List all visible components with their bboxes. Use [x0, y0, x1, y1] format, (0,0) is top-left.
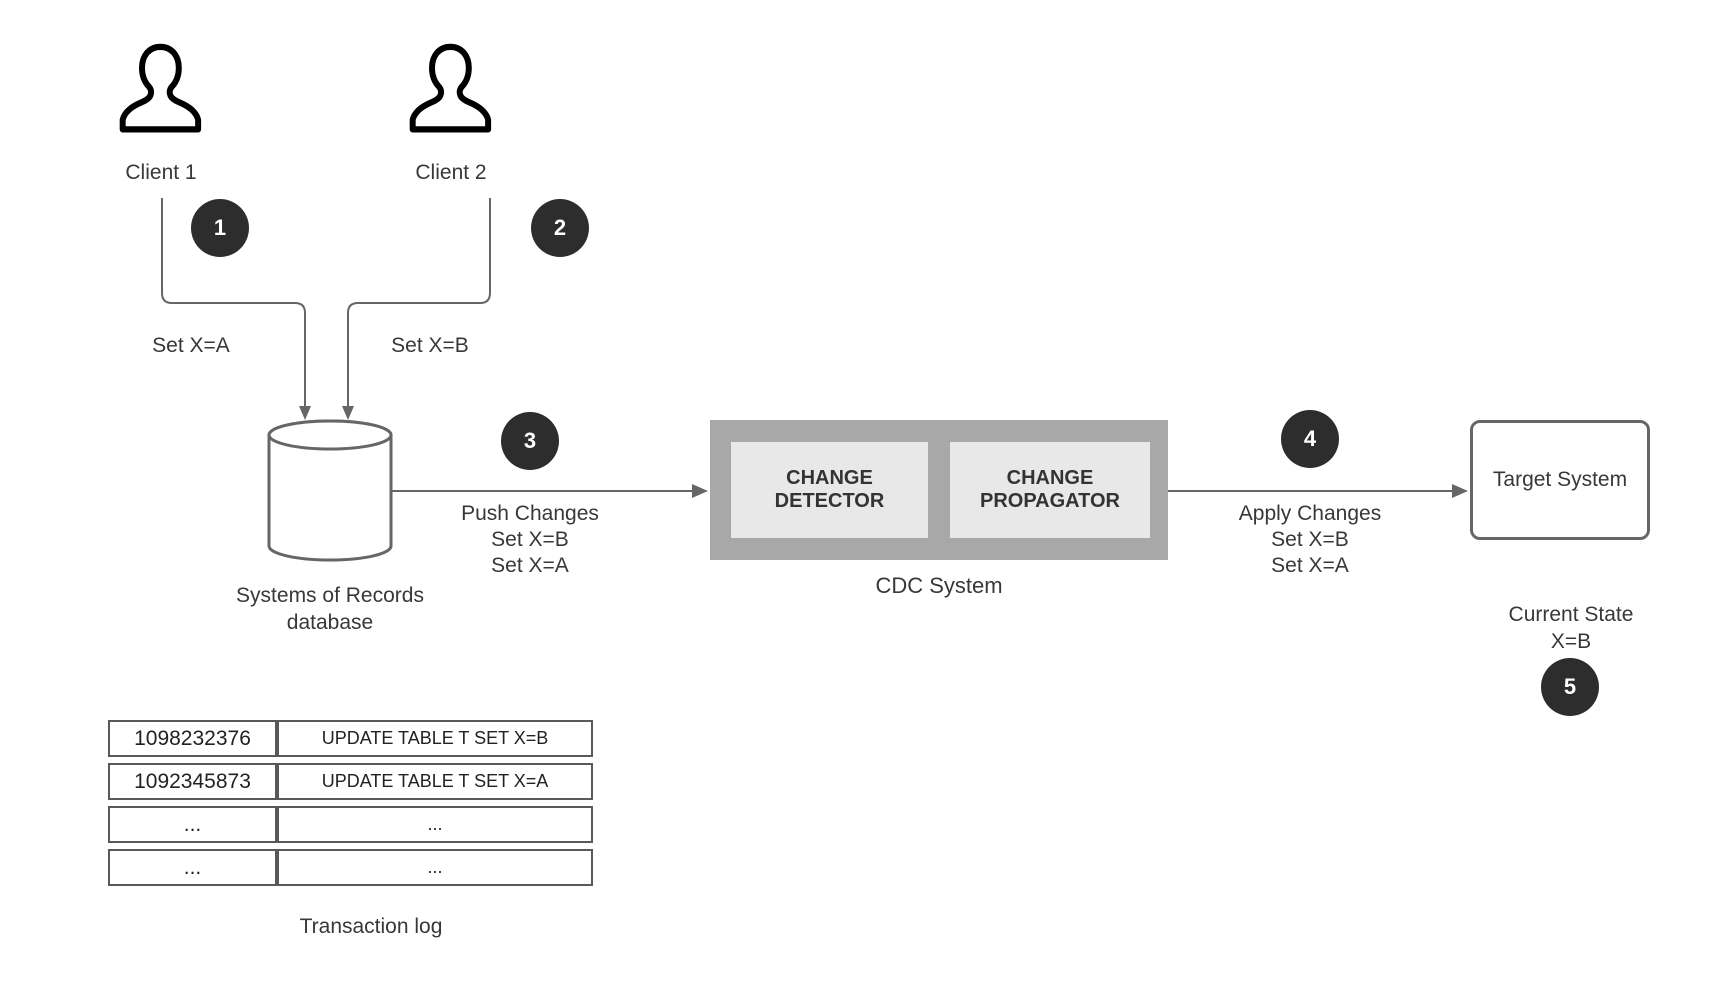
- step-badge-5: 5: [1541, 658, 1599, 716]
- cdc-system-label: CDC System: [875, 573, 1003, 598]
- log-statement-cell: UPDATE TABLE T SET X=B: [277, 720, 593, 757]
- person-icon: [409, 43, 492, 133]
- log-timestamp-cell: 1092345873: [108, 763, 277, 800]
- database-label: Systems of Records database: [236, 584, 424, 634]
- person-icon: [119, 43, 202, 133]
- log-statement-cell: UPDATE TABLE T SET X=A: [277, 763, 593, 800]
- arrowhead-database-cdc: [692, 484, 708, 498]
- client1-label: Client 1: [125, 161, 197, 184]
- current-state-label: Current State X=B: [1508, 603, 1634, 653]
- step-badge-3: 3: [501, 412, 559, 470]
- connector-client1-database: [161, 198, 306, 406]
- arrowhead-client1-database: [299, 406, 311, 420]
- table-row: 1098232376 UPDATE TABLE T SET X=B: [108, 720, 593, 760]
- table-row: ... ...: [108, 849, 593, 889]
- set-xb-label: Set X=B: [391, 334, 469, 357]
- target-system-label: Target System: [1492, 468, 1628, 491]
- table-row: ... ...: [108, 806, 593, 846]
- step-badge-2: 2: [531, 199, 589, 257]
- table-row: 1092345873 UPDATE TABLE T SET X=A: [108, 763, 593, 803]
- set-xa-label: Set X=A: [152, 334, 230, 357]
- log-statement-cell: ...: [277, 849, 593, 886]
- connector-client2-database: [347, 198, 491, 406]
- change-propagator-box: CHANGE PROPAGATOR: [950, 442, 1150, 538]
- cdc-system-box: CHANGE DETECTOR CHANGE PROPAGATOR: [710, 420, 1168, 560]
- step-badge-1: 1: [191, 199, 249, 257]
- database-cylinder-icon: [267, 419, 393, 562]
- arrowhead-cdc-target: [1452, 484, 1468, 498]
- log-statement-cell: ...: [277, 806, 593, 843]
- transaction-log-table: 1098232376 UPDATE TABLE T SET X=B 109234…: [108, 720, 593, 892]
- log-timestamp-cell: 1098232376: [108, 720, 277, 757]
- log-timestamp-cell: ...: [108, 849, 277, 886]
- push-changes-label: Push Changes Set X=B Set X=A: [461, 502, 599, 577]
- apply-changes-label: Apply Changes Set X=B Set X=A: [1238, 502, 1382, 577]
- transaction-log-caption: Transaction log: [299, 915, 443, 938]
- target-system-box: Target System: [1470, 420, 1650, 540]
- step-badge-4: 4: [1281, 410, 1339, 468]
- change-detector-box: CHANGE DETECTOR: [731, 442, 928, 538]
- arrowhead-client2-database: [342, 406, 354, 420]
- log-timestamp-cell: ...: [108, 806, 277, 843]
- client2-label: Client 2: [415, 161, 487, 184]
